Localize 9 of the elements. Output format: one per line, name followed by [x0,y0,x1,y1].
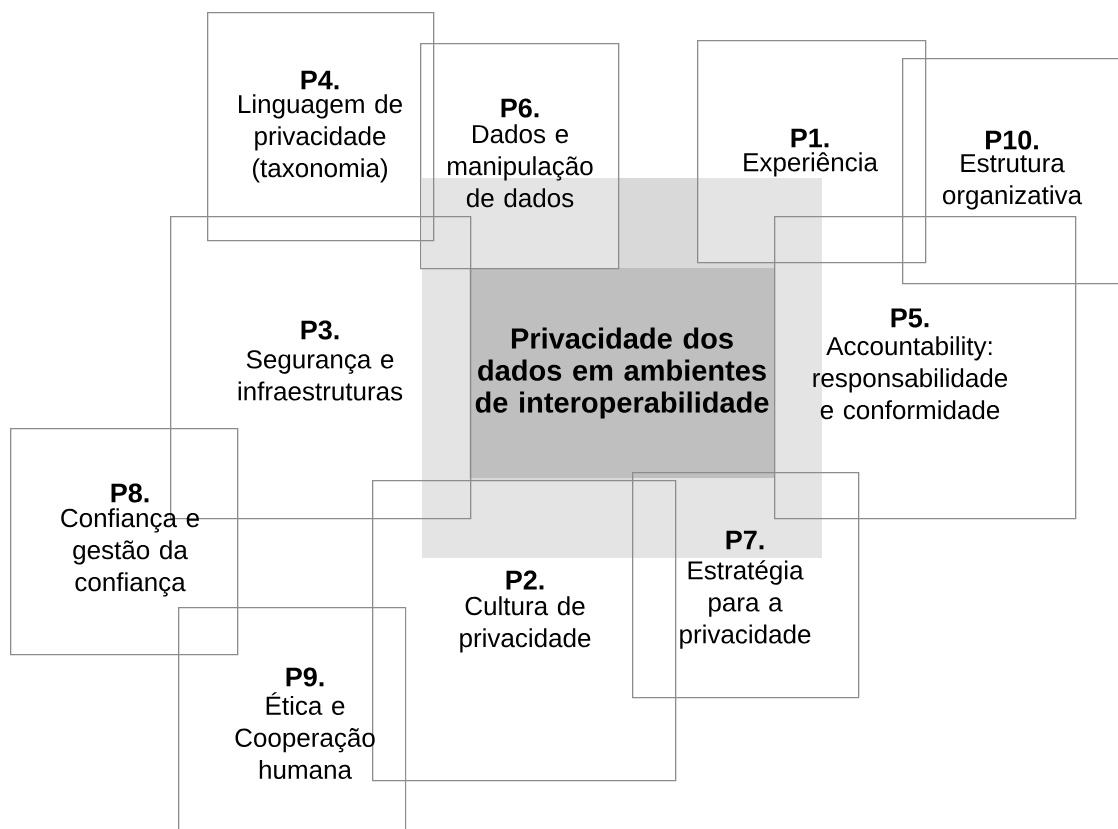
topic-box: P7. Estratégia para a privacidade [632,472,860,699]
topic-box: P1. Experiência [697,40,927,264]
topic-box: P8. Confiança e gestão da confiança [10,428,239,656]
topic-box: P6. Dados e manipulação de dados [420,43,620,270]
topic-box: P9. Ética e Cooperação humana [178,607,407,829]
topic-box: P5. Accountability: responsabilidade e conformidade [774,216,1077,520]
topic-box: P10. Estrutura organizativa [902,58,1118,285]
center-box: Privacidade dos dados em ambientes de interoperabilidade [469,268,775,478]
topic-box: P4. Linguagem de privacidade (taxonomia) [207,12,435,242]
